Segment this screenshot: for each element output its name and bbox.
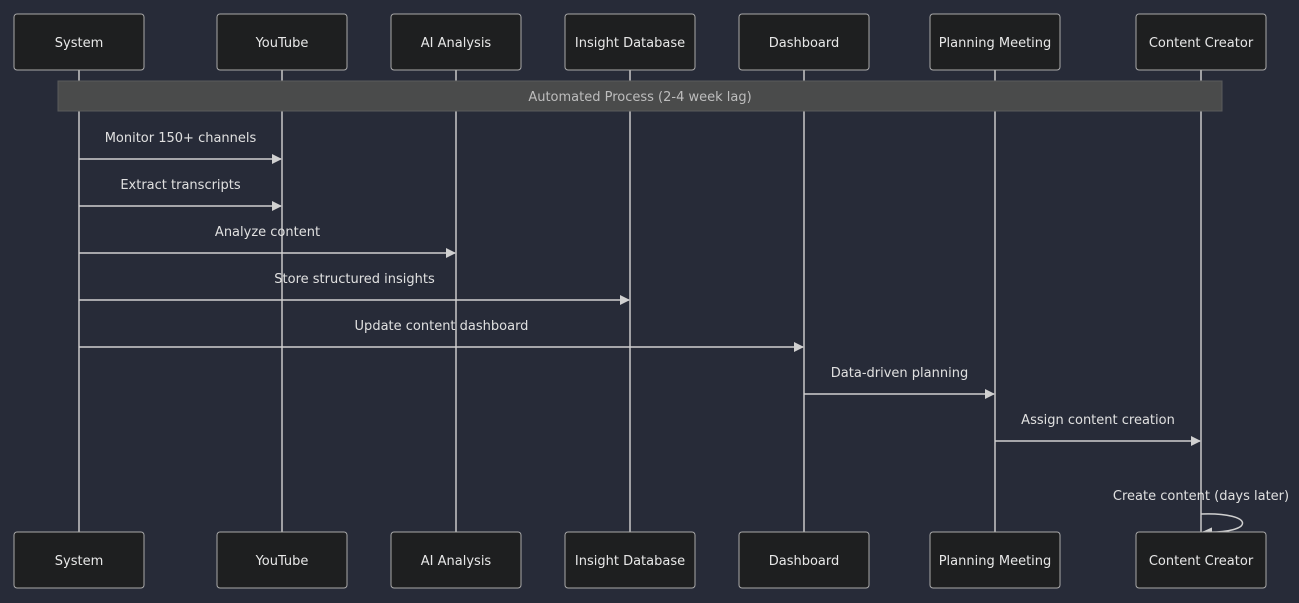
participant-label: Planning Meeting xyxy=(939,36,1052,51)
participant-label: Dashboard xyxy=(769,36,840,51)
participant-label: YouTube xyxy=(255,36,309,51)
message-label: Monitor 150+ channels xyxy=(105,131,257,146)
participant-youtube-bottom xyxy=(216,531,348,589)
participant-label: Dashboard xyxy=(769,554,840,569)
participant-label: System xyxy=(55,554,103,569)
participant-label: System xyxy=(55,36,103,51)
message-label: Analyze content xyxy=(215,225,320,240)
participant-youtube-top xyxy=(216,13,348,71)
note-layer: Automated Process (2-4 week lag) xyxy=(57,80,1223,112)
message-label: Data-driven planning xyxy=(831,366,968,381)
note-label: Automated Process (2-4 week lag) xyxy=(528,90,751,105)
lifelines xyxy=(78,70,1202,532)
participant-creator-bottom xyxy=(1135,531,1267,589)
participant-system-top xyxy=(13,13,145,71)
actors-bottom: System YouTube AI Analysis Insight Database… xyxy=(13,531,1267,589)
participant-label: Insight Database xyxy=(575,554,685,569)
message-label: Assign content creation xyxy=(1021,413,1175,428)
participant-label: Content Creator xyxy=(1149,554,1254,569)
message-label: Create content (days later) xyxy=(1113,489,1289,504)
participant-dashboard-top xyxy=(738,13,870,71)
participant-label: Insight Database xyxy=(575,36,685,51)
participant-ai-top xyxy=(390,13,522,71)
participant-label: AI Analysis xyxy=(421,36,492,51)
participant-ai-bottom xyxy=(390,531,522,589)
participant-planning-top xyxy=(929,13,1061,71)
message-arrow-self xyxy=(1200,513,1244,538)
participant-db-top xyxy=(564,13,696,71)
participant-label: Planning Meeting xyxy=(939,554,1052,569)
message-label: Update content dashboard xyxy=(355,319,529,334)
note-box xyxy=(57,80,1223,112)
participant-dashboard-bottom xyxy=(738,531,870,589)
actors-top: System YouTube AI Analysis Insight Database… xyxy=(13,13,1267,71)
participant-system-bottom xyxy=(13,531,145,589)
participant-label: Content Creator xyxy=(1149,36,1254,51)
participant-planning-bottom xyxy=(929,531,1061,589)
participant-creator-top xyxy=(1135,13,1267,71)
message-label: Store structured insights xyxy=(274,272,435,287)
participant-label: YouTube xyxy=(255,554,309,569)
message-label: Extract transcripts xyxy=(120,178,241,193)
participant-db-bottom xyxy=(564,531,696,589)
participant-label: AI Analysis xyxy=(421,554,492,569)
